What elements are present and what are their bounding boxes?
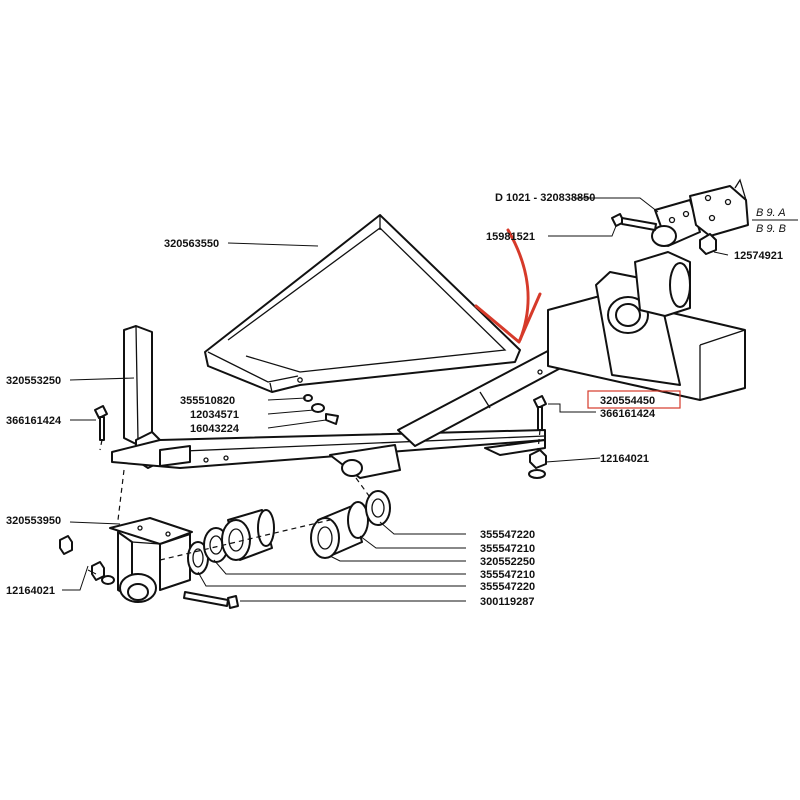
leader-lines xyxy=(62,197,729,602)
right-bolt xyxy=(528,395,547,479)
cover-shield xyxy=(204,214,521,393)
label-ring-1: 355547220 xyxy=(480,529,535,541)
left-nuts xyxy=(59,535,115,585)
label-nut-right: 12164021 xyxy=(600,453,649,465)
label-ref-b: B 9. B xyxy=(756,223,786,235)
flange-assembly xyxy=(611,178,749,255)
label-bolt-left: 366161424 xyxy=(6,415,62,427)
label-ring-2: 355547210 xyxy=(480,543,535,555)
long-bolt xyxy=(183,591,239,609)
part-labels: D 1021 - 320838850 B 9. A B 9. B 1598152… xyxy=(6,192,798,608)
highlight-box xyxy=(587,390,681,409)
label-frame-post: 320553250 xyxy=(6,375,61,387)
lower-bracket xyxy=(109,517,193,603)
assembly-axes xyxy=(99,429,541,561)
label-washer-b: 12034571 xyxy=(190,409,239,421)
label-bolt-right: 366161424 xyxy=(600,408,656,420)
label-bracket: 320553950 xyxy=(6,515,61,527)
engine-block xyxy=(547,251,746,401)
label-ref-a: B 9. A xyxy=(756,207,786,219)
label-ring-3: 355547210 xyxy=(480,569,535,581)
label-nut-left: 12164021 xyxy=(6,585,55,597)
label-nut-top: 12574921 xyxy=(734,250,783,262)
label-bolt-top: 15981521 xyxy=(486,231,535,243)
bushing-rings xyxy=(187,490,391,575)
label-screw-a: 16043224 xyxy=(190,423,240,435)
label-washer-a: 355510820 xyxy=(180,395,235,407)
label-bushing: 320552250 xyxy=(480,556,535,568)
label-ring-4: 355547220 xyxy=(480,581,535,593)
label-top-assembly: D 1021 - 320838850 xyxy=(495,192,595,204)
label-long-bolt: 300119287 xyxy=(480,596,534,608)
left-bolt xyxy=(94,405,108,441)
highlight-arrow xyxy=(474,228,542,344)
label-highlighted-part: 320554450 xyxy=(600,395,655,407)
cover-hardware xyxy=(303,394,339,425)
label-cover: 320563550 xyxy=(164,238,219,250)
frame-bar xyxy=(111,429,546,479)
